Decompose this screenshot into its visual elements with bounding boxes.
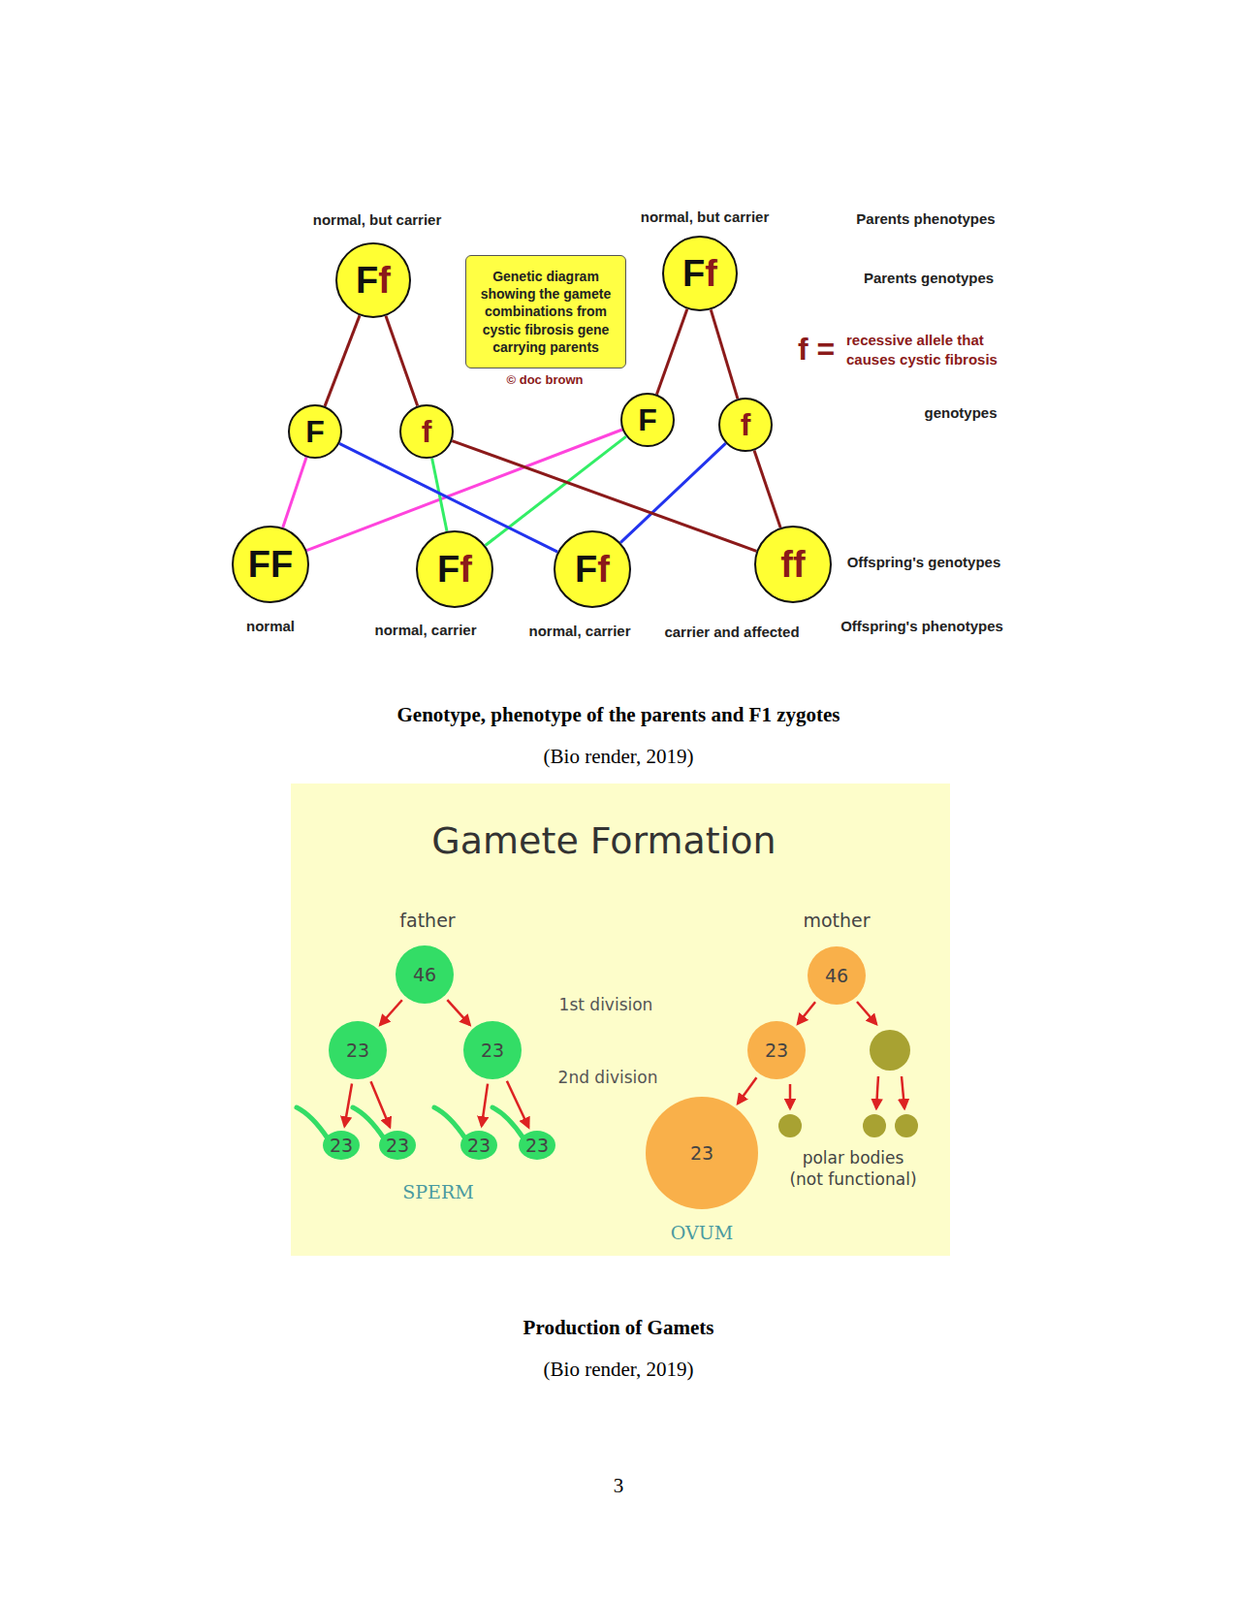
text-label: Offspring's genotypes [847, 553, 1002, 571]
cell-circle: mother46 [807, 946, 866, 1005]
node-text: F [305, 415, 325, 447]
division-arrows [790, 1001, 905, 1109]
gamete-circle: F [287, 404, 343, 459]
node-text: Ff [437, 550, 473, 588]
node-heading: normal [246, 617, 295, 634]
text-label: 1st division [559, 994, 654, 1015]
text-label: SPERM [402, 1180, 474, 1203]
cell-circle: 23 [328, 1020, 387, 1079]
text-label: (Bio render, 2019) [543, 744, 695, 769]
gamete-line [385, 316, 418, 407]
node-heading: normal, but carrier [313, 211, 443, 228]
sperm-head: 23 [518, 1130, 556, 1160]
sperm-head: 23 [460, 1130, 498, 1160]
note-box: Genetic diagram showing the gamete combi… [465, 254, 627, 369]
parent-circle: normal, but carrierFf [662, 235, 738, 312]
offspring-circle: FFnormal [231, 525, 310, 603]
division-arrow [344, 1082, 352, 1126]
sperm-head: 23 [322, 1130, 360, 1160]
cell-circle: father46 [395, 945, 454, 1004]
division-arrow [507, 1080, 529, 1128]
node-heading: normal, but carrier [640, 208, 770, 225]
node-text: 23 [525, 1134, 549, 1156]
sperm-head: 23 [379, 1130, 416, 1160]
division-arrow [371, 1080, 391, 1127]
node-text: F [637, 404, 658, 436]
division-arrow [797, 1001, 816, 1023]
text-label: f = [797, 331, 835, 368]
node-text: Ff [682, 254, 718, 292]
polar-body [862, 1113, 887, 1138]
figure-background [290, 783, 951, 1256]
gamete-line [656, 309, 687, 395]
parent-circle: normal, but carrierFf [335, 242, 412, 318]
text-label: genotypes [923, 404, 997, 421]
gamete-circle: F [620, 392, 675, 447]
text-label: Genotype, phenotype of the parents and F… [397, 702, 841, 728]
node-text: Genetic diagram showing the gamete combi… [474, 267, 618, 356]
text-label: Parents phenotypes [855, 210, 995, 227]
gamete-line [710, 309, 738, 399]
division-arrow [737, 1077, 757, 1104]
node-text: 23 [385, 1134, 410, 1156]
node-text: 46 [824, 964, 849, 986]
node-text: ff [780, 545, 805, 583]
node-text: Ff [574, 550, 610, 588]
offspring-circle: Ffnormal, carrier [415, 530, 494, 608]
text-label: OVUM [670, 1221, 733, 1243]
node-heading: father [399, 909, 455, 931]
text-label: (Bio render, 2019) [543, 1357, 695, 1382]
division-arrow [380, 999, 403, 1025]
node-text: 23 [329, 1134, 353, 1156]
node-text: 23 [467, 1134, 491, 1156]
text-label: 3 [613, 1473, 625, 1498]
gamete-circle: f [399, 404, 454, 459]
division-arrow [446, 999, 470, 1025]
text-label: © doc brown [507, 372, 584, 387]
node-heading: normal, carrier [528, 622, 631, 639]
gamete-circle: f [718, 397, 773, 452]
offspring-circle: Ffnormal, carrier [553, 530, 632, 608]
node-text: 46 [412, 963, 437, 985]
gamete-line [754, 450, 781, 529]
node-text: 23 [690, 1141, 714, 1164]
gamete-line [283, 457, 307, 529]
polar-body [894, 1113, 919, 1138]
cell-circle: 23 [463, 1020, 522, 1079]
text-label: Production of Gamets [523, 1315, 715, 1340]
node-text: f [740, 409, 752, 441]
node-heading: mother [802, 909, 870, 931]
discarded-cell [869, 1029, 911, 1071]
node-heading: normal, carrier [374, 621, 476, 638]
node-text: 23 [346, 1039, 370, 1061]
node-text: FF [248, 545, 293, 583]
polar-body [778, 1113, 802, 1138]
gamete-line [324, 315, 360, 406]
text-label: Offspring's phenotypes [840, 617, 1004, 634]
text-label: Gamete Formation [431, 819, 776, 862]
text-label: 2nd division [558, 1067, 659, 1087]
gamete-line [620, 443, 727, 542]
node-text: Ff [355, 261, 391, 299]
text-label: Parents genotypes [863, 269, 994, 286]
node-text: 23 [480, 1039, 505, 1061]
node-heading: carrier and affected [664, 623, 799, 640]
division-arrow [481, 1083, 488, 1126]
ovum-circle: 23 [645, 1096, 759, 1209]
text-label: polar bodies (not functional) [785, 1146, 921, 1190]
text-label: recessive allele that causes cystic fibr… [846, 330, 1021, 369]
node-text: 23 [764, 1039, 789, 1061]
cell-circle: 23 [747, 1020, 806, 1079]
gamete-line [485, 436, 627, 545]
node-text: f [421, 415, 433, 447]
offspring-circle: ffcarrier and affected [754, 525, 832, 603]
